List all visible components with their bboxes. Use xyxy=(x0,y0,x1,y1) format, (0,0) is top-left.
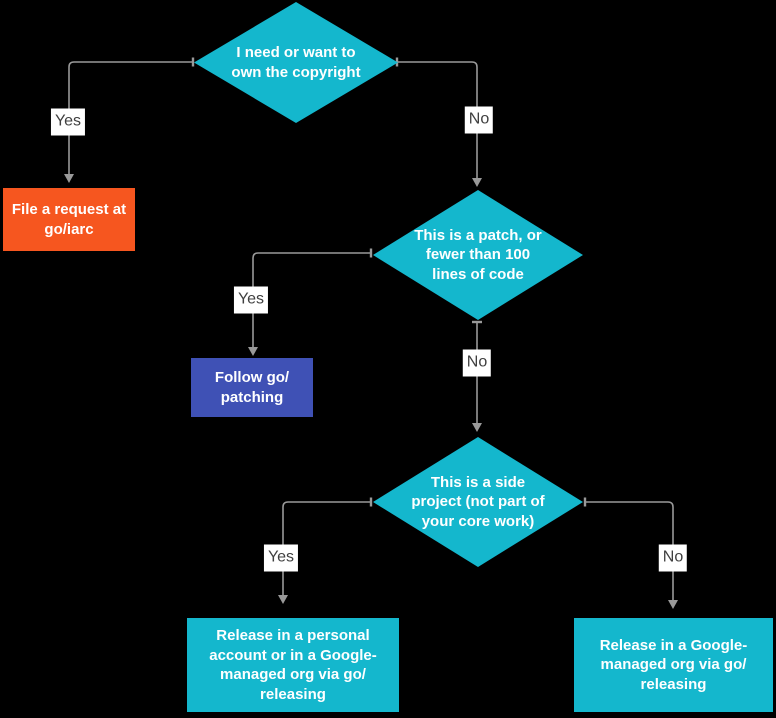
action-release-google: Release in a Google- managed org via go/… xyxy=(574,618,773,712)
decision-side-project: This is a side project (not part of your… xyxy=(373,437,583,567)
edge-patch-yes xyxy=(248,248,373,356)
edge-label-patch-no: No xyxy=(462,349,492,377)
action-follow-patching-label: Follow go/ patching xyxy=(214,369,290,406)
action-follow-patching: Follow go/ patching xyxy=(191,358,313,417)
decision-patch: This is a patch, or fewer than 100 lines… xyxy=(373,190,583,320)
rect-shape xyxy=(191,358,313,417)
action-release-google-label: Release in a Google- managed org via go/… xyxy=(599,636,748,693)
edge-label-side-project-yes: Yes xyxy=(263,544,299,572)
edge-side-project-no xyxy=(583,497,678,609)
rect-shape xyxy=(574,618,773,712)
decision-copyright-label: I need or want to own the copyright xyxy=(231,44,361,81)
edge-side-project-yes xyxy=(278,497,373,604)
action-release-personal-label: Release in a personal account or in a Go… xyxy=(209,627,377,703)
decision-patch-label: This is a patch, or fewer than 100 lines… xyxy=(414,226,542,283)
rect-shape xyxy=(187,618,399,712)
edge-label-copyright-yes: Yes xyxy=(50,108,86,136)
decision-side-project-label: This is a side project (not part of your… xyxy=(411,473,545,530)
rect-shape xyxy=(3,188,135,251)
edge-label-patch-yes: Yes xyxy=(233,286,269,314)
edge-label-side-project-no: No xyxy=(658,544,688,572)
action-file-request-label: File a request at go/iarc xyxy=(11,201,127,238)
edge-label-copyright-no: No xyxy=(464,106,494,134)
action-file-request: File a request at go/iarc xyxy=(3,188,135,251)
action-release-personal: Release in a personal account or in a Go… xyxy=(187,618,399,712)
edge-copyright-yes xyxy=(64,57,195,183)
decision-copyright: I need or want to own the copyright xyxy=(194,2,398,123)
edge-patch-no xyxy=(472,320,482,432)
